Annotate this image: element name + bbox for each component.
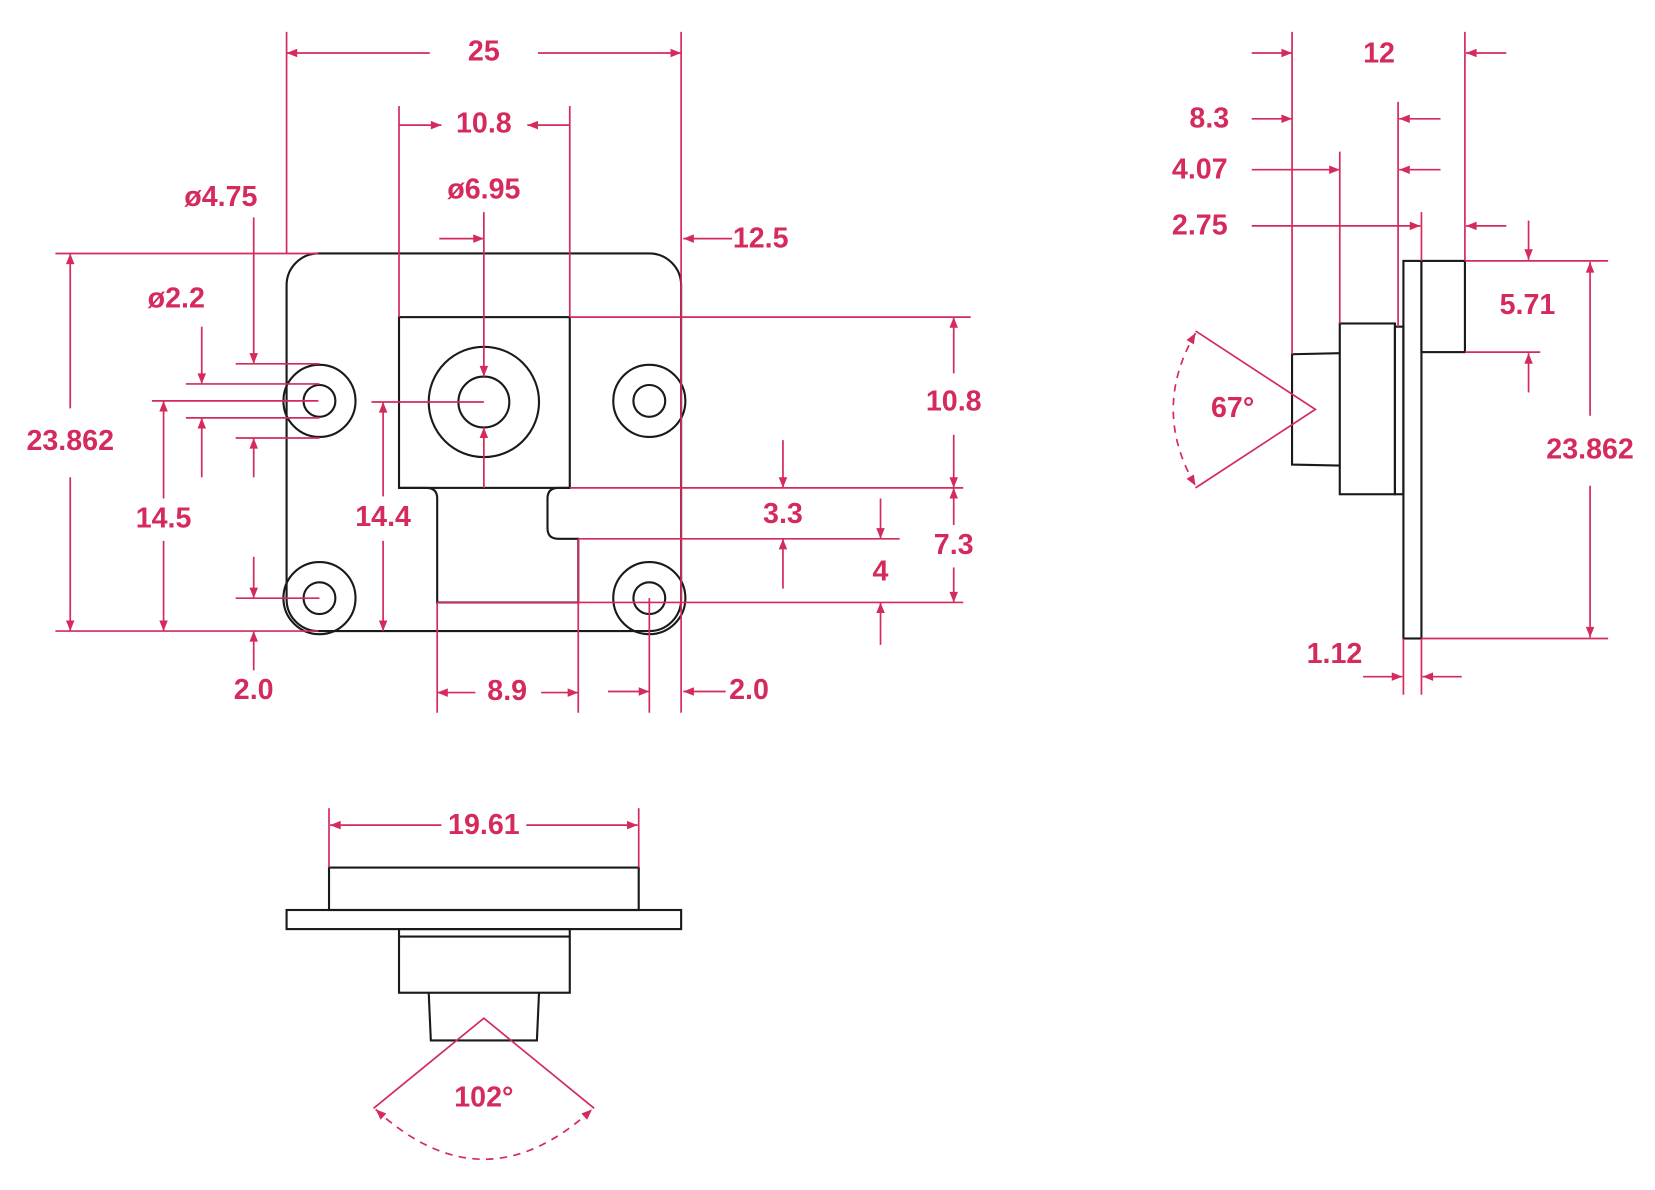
dim-total-depth: 12 [1363,38,1395,70]
lens-housing [1338,322,1396,496]
connector-cutout [399,486,580,604]
dim-connector-height: 5.71 [1500,289,1556,321]
dim-sensor-height: 10.8 [926,386,982,418]
dim-lower-offset: 7.3 [934,529,974,561]
fov-horizontal-arc [375,1108,593,1160]
dim-hole-spacing-vertical: 14.5 [136,502,192,534]
dim-width: 25 [468,36,500,68]
dim-height: 23.862 [26,425,114,457]
dim-connector-gap: 4 [873,555,889,587]
dim-hole-diameter: ø2.2 [148,283,205,315]
dim-board-thickness: 1.12 [1307,638,1363,670]
board-edge-bottom [285,908,683,931]
fov-horizontal-lines [373,1017,595,1109]
dim-side-height: 23.862 [1546,433,1634,465]
dim-notch-height: 3.3 [763,498,803,530]
lens-housing-bottom [397,928,571,994]
lens-barrel-bottom [427,992,541,1042]
fov-vertical-arc [1172,332,1197,487]
front-view-dimensions: 25 10.8 ø6.95 12.5 ø4.75 ø2.2 23.862 14.… [26,31,982,713]
dim-bottom-hole-offset: 2.0 [234,674,274,706]
dim-hole-outer-diameter: ø4.75 [184,181,257,213]
bottom-view [285,866,683,1042]
fov-vertical-lines [1195,330,1317,489]
connector-top [327,866,640,912]
dim-side-hole-offset: 2.0 [729,674,769,706]
dim-bottom-connector-width: 19.61 [448,809,520,841]
dim-fov-horizontal: 102° [454,1081,513,1113]
connector-block [1420,259,1466,354]
board-edge [1402,259,1423,640]
lens-barrel [1290,352,1340,467]
dim-connector-width: 8.9 [487,675,527,707]
dim-fov-vertical: 67° [1211,392,1254,424]
mounting-holes [282,363,687,636]
dim-barrel-depth: 4.07 [1172,153,1228,185]
dim-module-depth: 2.75 [1172,210,1228,242]
side-view-dimensions: 12 8.3 4.07 2.75 5.71 23.862 1.12 67° [1172,31,1634,695]
bottom-view-dimensions: 19.61 102° [328,808,640,1160]
dim-half-width: 12.5 [733,222,789,254]
side-view [1290,259,1466,640]
dim-lens-center-height: 14.4 [355,501,411,533]
dim-sensor-width: 10.8 [456,108,512,140]
dim-lens-depth: 8.3 [1189,102,1229,134]
sensor-base [1393,325,1405,496]
dim-lens-diameter: ø6.95 [447,173,520,205]
